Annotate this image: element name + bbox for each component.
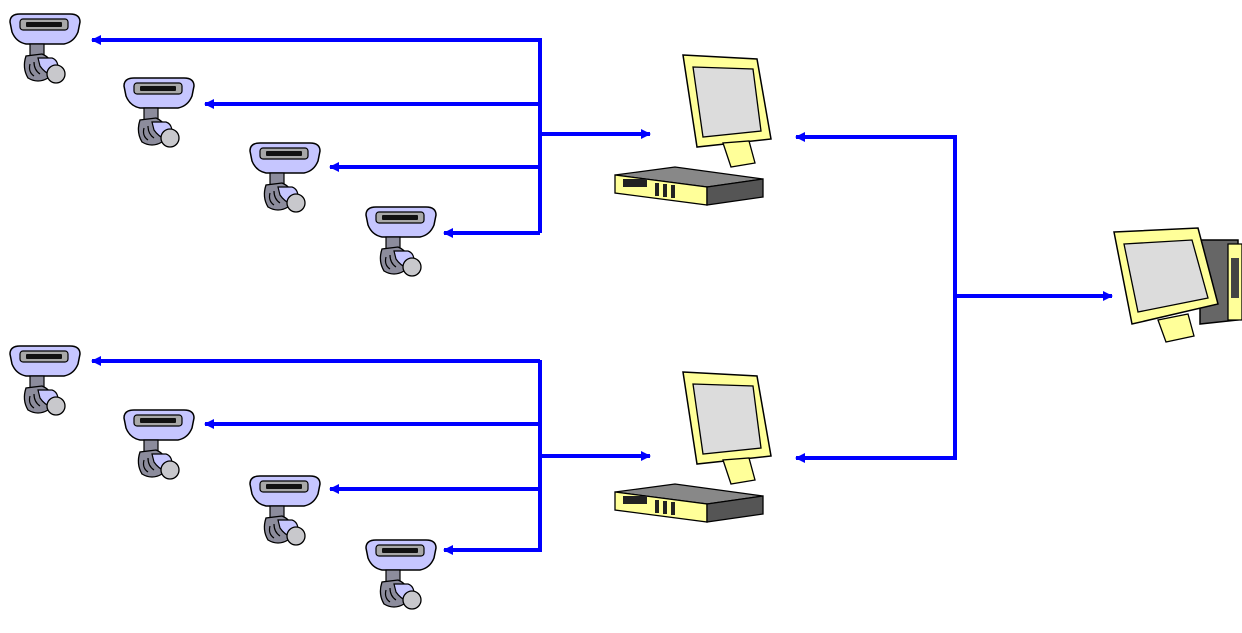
camera-icon [365,206,437,277]
camera-icon [249,142,321,213]
server-monitor-icon [1113,227,1242,343]
connectors-top-group [91,35,651,238]
camera-icon [123,409,195,480]
desktop-computer-icon [614,371,772,523]
camera-icon [365,539,437,610]
camera-icon [123,77,195,148]
camera-icon [249,475,321,546]
desktop-computer-icon [614,54,772,206]
camera-icon [9,13,81,84]
camera-icon [9,345,81,416]
connectors-bottom-group [91,356,651,555]
connectors-server [795,132,1113,463]
